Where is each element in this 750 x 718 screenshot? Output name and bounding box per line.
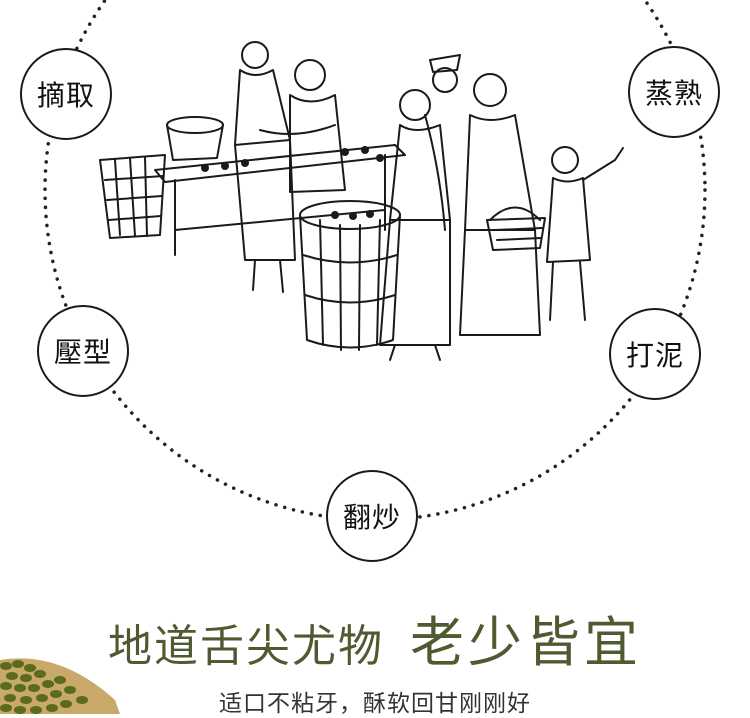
step-steam-circle: 蒸熟	[628, 46, 720, 138]
market-scene-illustration	[99, 41, 624, 361]
step-press-circle: 壓型	[37, 305, 129, 397]
step-stir-fry-label: 翻炒	[342, 501, 401, 534]
step-stir-fry-circle: 翻炒	[326, 470, 418, 562]
step-steam-label: 蒸熟	[644, 77, 703, 110]
subline: 适口不粘牙，酥软回甘刚刚好	[219, 691, 531, 717]
headline-part1: 地道舌尖尤物	[108, 621, 384, 672]
step-pick-circle: 摘取	[20, 48, 112, 140]
step-mash-label: 打泥	[625, 339, 684, 372]
headline-part2: 老少皆宜	[410, 611, 642, 674]
headline: 地道舌尖尤物老少皆宜	[0, 598, 750, 677]
mung-beans-image	[0, 658, 120, 714]
step-pick-label: 摘取	[36, 79, 95, 112]
step-mash-circle: 打泥	[609, 308, 701, 400]
step-press-label: 壓型	[53, 336, 112, 369]
